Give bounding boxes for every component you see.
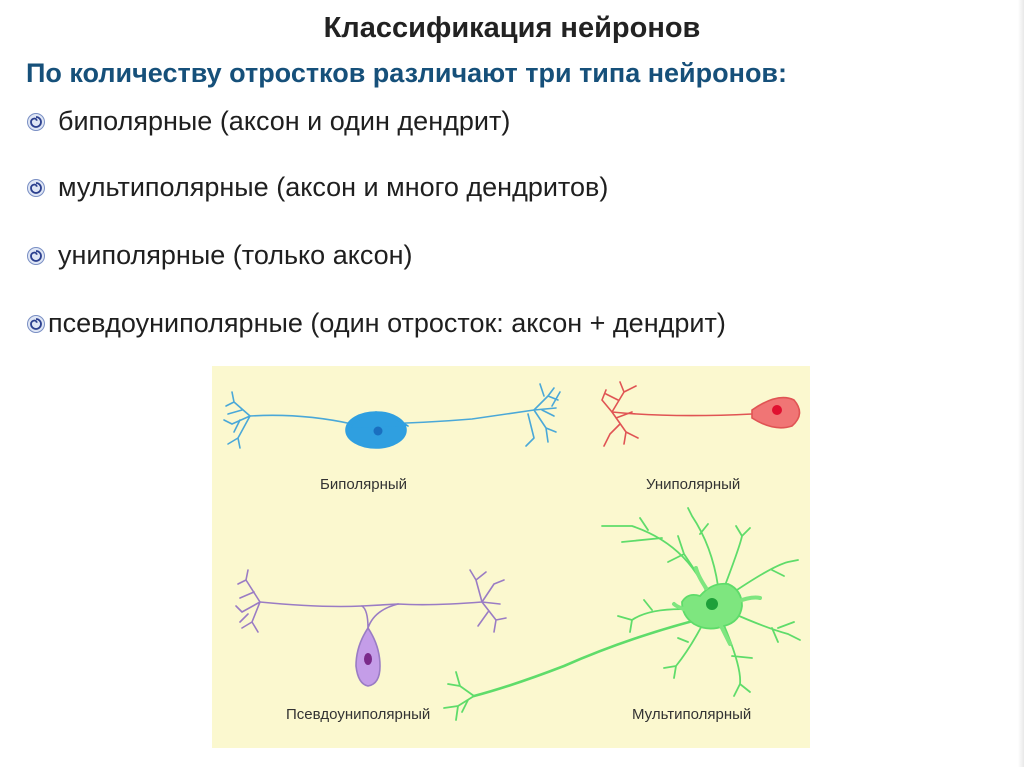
bullet-pseudounipolar: псевдоуниполярные (один отросток: аксон … — [26, 308, 726, 339]
unipolar-neuron — [601, 381, 801, 447]
spiral-bullet-icon — [27, 178, 45, 197]
subtitle: По количеству отростков различают три ти… — [26, 58, 788, 88]
multipolar-neuron — [443, 507, 801, 721]
bullet-bipolar: биполярные (аксон и один дендрит) — [26, 106, 510, 137]
neuron-label-unipolar: Униполярный — [646, 476, 741, 493]
bipolar-neuron — [223, 383, 561, 449]
bullet-text: биполярные (аксон и один дендрит) — [58, 106, 511, 136]
bullet-text: униполярные (только аксон) — [58, 240, 413, 270]
spiral-bullet-icon — [27, 246, 45, 265]
bullet-unipolar: униполярные (только аксон) — [26, 240, 413, 271]
neuron-diagram: Биполярный Униполярный Псевдоуниполярный… — [212, 366, 810, 748]
bullet-text: псевдоуниполярные (один отросток: аксон … — [48, 308, 726, 338]
spiral-bullet-icon — [27, 112, 45, 131]
page-title: Классификация нейронов — [323, 12, 701, 44]
bullet-multipolar: мультиполярные (аксон и много дендритов) — [26, 172, 608, 203]
neuron-label-bipolar: Биполярный — [320, 476, 408, 493]
slide-edge — [1018, 0, 1024, 767]
neuron-label-multipolar: Мультиполярный — [632, 706, 752, 723]
pseudounipolar-neuron — [235, 569, 507, 687]
bullet-text: мультиполярные (аксон и много дендритов) — [58, 172, 609, 202]
spiral-bullet-icon — [27, 314, 45, 333]
neuron-illustrations — [223, 381, 801, 721]
neuron-label-pseudounipolar: Псевдоуниполярный — [286, 706, 431, 723]
